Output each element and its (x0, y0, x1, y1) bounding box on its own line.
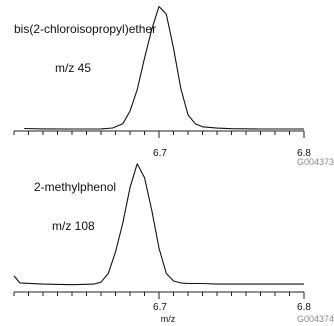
compound-label-1: bis(2-chloroisopropyl)ether (14, 22, 156, 36)
compound-label-2: 2-methylphenol (34, 180, 116, 194)
ion-label-1: m/z 45 (55, 61, 91, 75)
x-axis-label: m/z (161, 314, 176, 324)
x-tick-label-2-6.7: 6.7 (153, 302, 167, 313)
x-ticks-2 (13, 292, 305, 299)
x-tick-label-1-6.7: 6.7 (153, 148, 167, 159)
ion-label-2: m/z 108 (52, 219, 95, 233)
x-tick-label-1-6.8: 6.8 (297, 148, 311, 159)
x-tick-label-2-6.8: 6.8 (297, 302, 311, 313)
series-line-1 (24, 5, 304, 130)
panel-2: 2-methylphenol m/z 108 6.7 6.8 m/z G0043… (13, 163, 334, 324)
series-line-2 (13, 163, 304, 286)
figure-id-1: G004373 (297, 157, 334, 167)
figure-id-2: G004374 (297, 314, 334, 324)
panel-1: bis(2-chloroisopropyl)ether m/z 45 6.7 6… (13, 5, 334, 167)
x-ticks-1 (13, 131, 305, 138)
